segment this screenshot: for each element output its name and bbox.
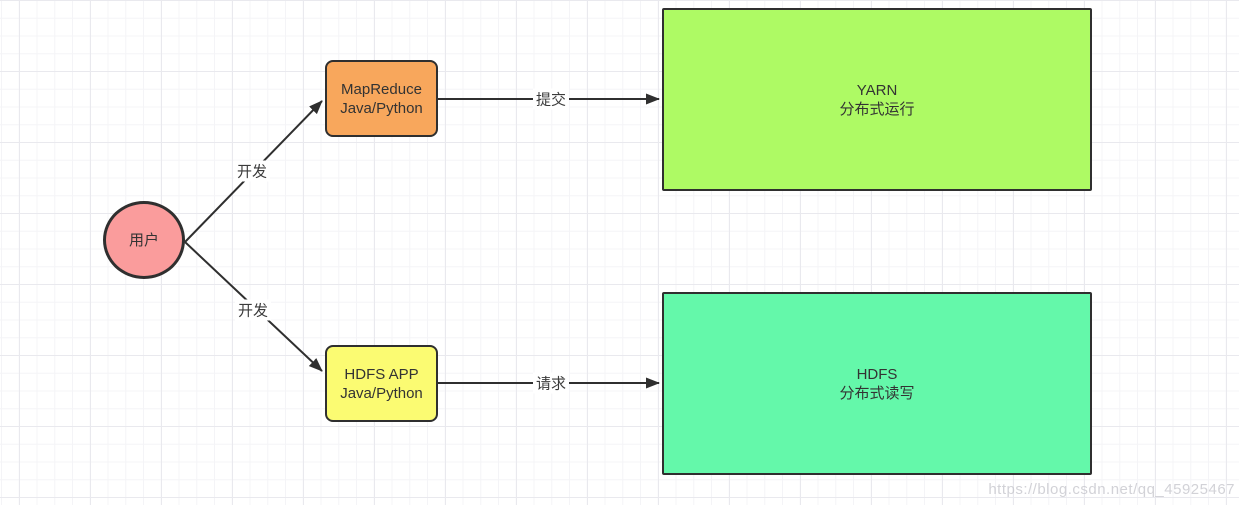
node-mapreduce-line2: Java/Python [340,99,423,117]
node-yarn-line1: YARN [856,81,898,99]
node-hdfs: HDFS 分布式读写 [662,292,1092,475]
node-mapreduce-line1: MapReduce [341,80,422,98]
node-yarn-line2: 分布式运行 [839,100,915,118]
node-user: 用户 [103,201,185,279]
edge-label-develop-bottom: 开发 [234,299,272,321]
node-hdfs-app: HDFS APP Java/Python [325,345,438,422]
node-mapreduce: MapReduce Java/Python [325,60,438,137]
node-hdfs-line1: HDFS [856,365,898,383]
edge-label-submit: 提交 [532,88,570,110]
watermark: https://blog.csdn.net/qq_45925467 [988,481,1235,498]
edge-label-request: 请求 [532,372,570,394]
node-user-label: 用户 [128,231,159,249]
node-hdfs-line2: 分布式读写 [839,384,915,402]
node-hdfs-app-line1: HDFS APP [344,365,419,383]
node-yarn: YARN 分布式运行 [662,8,1092,191]
edge-label-develop-top: 开发 [233,160,271,182]
node-hdfs-app-line2: Java/Python [340,384,423,402]
